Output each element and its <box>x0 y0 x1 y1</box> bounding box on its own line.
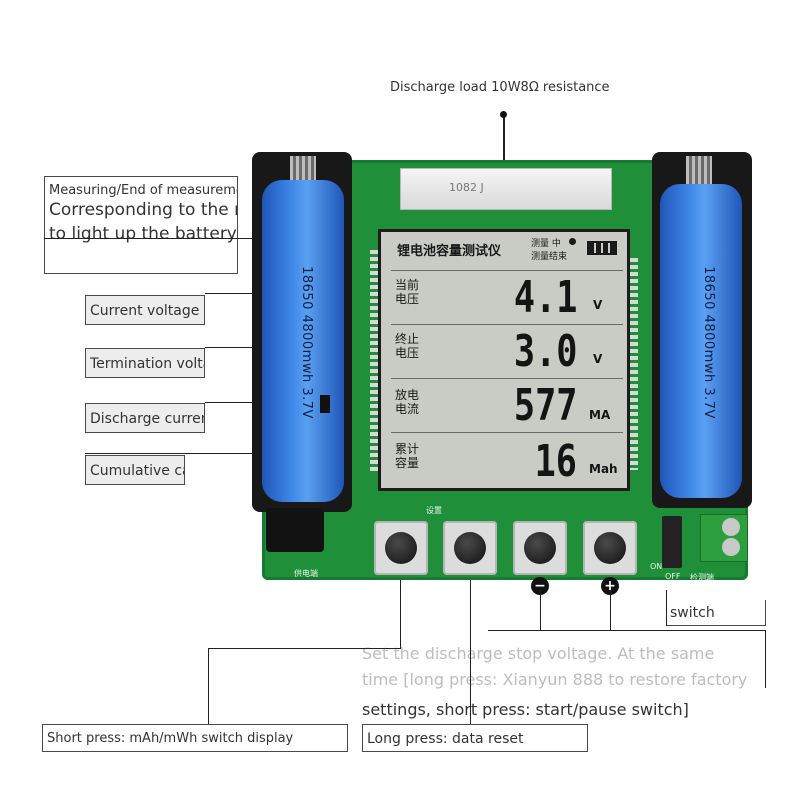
short-press-leader-h <box>208 648 401 649</box>
short-press-leader-v2 <box>208 648 209 724</box>
minus-button-cap <box>524 532 556 564</box>
stop-voltage-line3: settings, short press: start/pause switc… <box>362 700 689 719</box>
power-switch[interactable] <box>662 516 682 568</box>
stop-voltage-line1: Set the discharge stop voltage. At the s… <box>362 644 715 663</box>
left-battery-label: 18650 4800mwh 3.7V <box>298 266 314 419</box>
lcd-divider-3 <box>391 378 623 379</box>
reading-unit-cumulative-capacity: Mah <box>589 462 618 476</box>
reading-unit-current-voltage: V <box>593 298 603 312</box>
cumulative-capacity-callout: Cumulative capacity <box>85 455 185 485</box>
reading-value-current-voltage: 4.1 <box>513 272 577 323</box>
discharge-current-callout: Discharge current <box>85 403 205 433</box>
set-button[interactable] <box>374 521 428 575</box>
left-battery-spring <box>290 156 316 184</box>
measuring-line3: to light up the battery logo <box>49 224 237 244</box>
terminal-screw-bottom <box>722 538 740 556</box>
reading-value-termination-voltage: 3.0 <box>513 326 577 377</box>
right-battery <box>660 184 742 498</box>
pcb-on-label: ON <box>650 562 663 571</box>
plus-icon: + <box>601 577 619 595</box>
pcb-settings-label: 设置 <box>426 506 442 515</box>
switch-callout: switch <box>666 600 766 626</box>
power-jack <box>266 508 324 552</box>
lcd-status-end: 测量结束 <box>531 252 568 262</box>
right-battery-label: 18650 4800mwh 3.7V <box>700 266 716 419</box>
left-battery-knob <box>320 395 330 413</box>
mode-button[interactable] <box>443 521 497 575</box>
plus-button[interactable] <box>583 521 637 575</box>
stop-voltage-leader-h <box>488 630 766 631</box>
right-battery-spring <box>686 156 712 184</box>
left-battery <box>262 180 344 502</box>
lcd-status-measuring: 测量 中 <box>531 239 561 249</box>
stop-voltage-line2: time [long press: Xianyun 888 to restore… <box>362 670 748 689</box>
switch-leader <box>666 590 667 626</box>
plus-button-cap <box>594 532 626 564</box>
load-resistor: 1082 J <box>400 168 612 210</box>
reading-value-cumulative-capacity: 16 <box>534 436 577 487</box>
measuring-line2: Corresponding to the middle circle <box>49 200 237 220</box>
termination-voltage-callout: Termination voltage <box>85 348 205 378</box>
long-press-callout: Long press: data reset <box>362 724 588 752</box>
reading-value-discharge-current: 577 <box>513 380 577 431</box>
current-voltage-callout: Current voltage <box>85 295 205 325</box>
lcd-divider-1 <box>391 270 623 271</box>
reading-unit-discharge-current: MA <box>589 408 611 422</box>
lcd-pins-left <box>370 250 378 472</box>
lcd-screen: 锂电池容量测试仪 测量 中 测量结束 当前电压 4.1 V 终止电压 3.0 V… <box>378 229 630 491</box>
minus-icon: − <box>531 577 549 595</box>
pcb-power-label: 供电端 <box>294 569 318 578</box>
resistor-code: 1082 J <box>449 181 484 194</box>
stop-voltage-leader-right <box>765 630 766 688</box>
discharge-load-label: Discharge load 10W8Ω resistance <box>390 80 610 95</box>
lcd-title: 锂电池容量测试仪 <box>397 244 502 259</box>
reading-label-cumulative-capacity: 累计容量 <box>395 442 420 470</box>
reading-label-discharge-current: 放电电流 <box>395 388 420 416</box>
reading-unit-termination-voltage: V <box>593 352 603 366</box>
lcd-divider-2 <box>391 324 623 325</box>
discharge-load-leader <box>503 116 505 172</box>
reading-label-current-voltage: 当前电压 <box>395 278 420 306</box>
lcd-status-circle-icon <box>569 238 576 245</box>
set-button-cap <box>385 532 417 564</box>
short-press-callout: Short press: mAh/mWh switch display <box>42 724 348 752</box>
measuring-callout: Measuring/End of measurement Correspondi… <box>44 176 238 274</box>
pcb-detect-label: 检测端 <box>690 573 714 582</box>
discharge-load-dot <box>500 111 507 118</box>
minus-button[interactable] <box>513 521 567 575</box>
lcd-pins-right <box>630 258 638 470</box>
reading-label-termination-voltage: 终止电压 <box>395 332 420 360</box>
stop-voltage-leader-v <box>540 590 541 630</box>
mode-button-cap <box>454 532 486 564</box>
long-press-leader-v <box>470 580 471 724</box>
terminal-screw-top <box>722 518 740 536</box>
short-press-leader-v <box>400 580 401 648</box>
lcd-battery-icon <box>587 241 617 255</box>
measuring-title: Measuring/End of measurement <box>49 183 238 198</box>
pcb-off-label: OFF <box>665 572 681 581</box>
lcd-divider-4 <box>391 432 623 433</box>
stop-voltage-leader-v2 <box>610 590 611 630</box>
